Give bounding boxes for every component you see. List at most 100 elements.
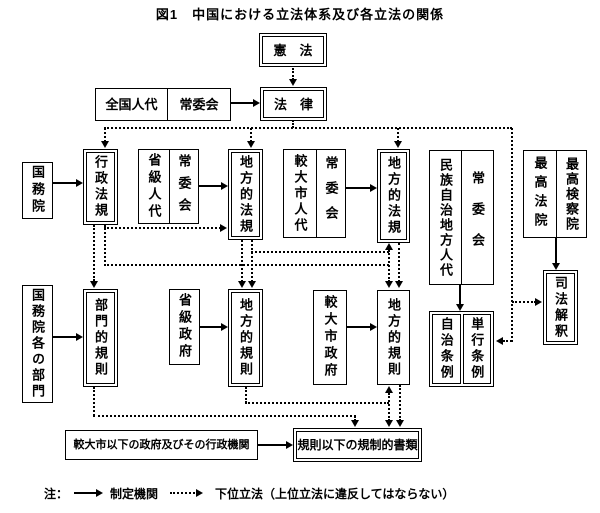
cell-separate-ordinances: 単行条例 — [462, 314, 491, 384]
box-sub-rule-documents: 規則以下の規制的書類 — [293, 428, 422, 462]
box-larger-city-government: 較大市政府 — [313, 290, 347, 385]
dotted-law-to-adminreg-head — [101, 141, 109, 148]
dotted-localrules2-to-subruledocs-line — [399, 385, 401, 421]
dotted-to-ordinances-line — [503, 340, 512, 342]
arrow-court-to-interpretation-line — [555, 238, 557, 264]
box-state-council: 国務院 — [22, 162, 53, 219]
dotted-to-interpretation-head — [535, 298, 542, 306]
arrow-court-to-interpretation-head — [552, 263, 560, 270]
box-constitution: 憲 法 — [259, 33, 327, 67]
legend-note-label: 注： — [44, 487, 69, 501]
dotted-localreg1-to-localrules1-line — [241, 240, 243, 282]
dotted-law-to-localreg1-head — [247, 141, 255, 148]
dotted-deptrules-to-subruledocs-head — [351, 420, 359, 427]
cell-larger-city-pc: 較大市人代 — [292, 153, 308, 234]
dotted-law-drop-line — [292, 120, 294, 128]
cell-ethnic-standing: 常委会 — [461, 151, 493, 284]
dotted-up-into-localreg2-head — [385, 243, 393, 250]
legend-solid-arrow-line — [74, 492, 98, 494]
box-provincial-pc-standing: 省級人代 常委会 — [138, 149, 199, 224]
dotted-adminreg-to-localreg1-line — [104, 227, 221, 229]
cell-supreme-court: 最高法院 — [532, 156, 548, 232]
arrow-statecouncil-to-adminreg-line — [53, 182, 77, 184]
legend-solid-arrow-head — [96, 489, 103, 497]
dotted-up-into-localrules2-head — [385, 386, 393, 393]
box-local-rules-province-inner: 地方的規則 — [231, 292, 260, 384]
dotted-law-bus-line — [104, 127, 512, 129]
box-local-rules-city: 地方的規則 — [377, 290, 410, 385]
arrow-provpc-to-localreg1-line — [199, 185, 222, 187]
cell-npc-standing: 常委会 — [166, 89, 230, 120]
box-supreme-court-procuratorate: 最高法院 最高検察院 — [523, 150, 587, 238]
dotted-law-to-localreg1-line — [250, 128, 252, 142]
arrow-provgov-to-localrules1-line — [200, 326, 222, 328]
dotted-down-into-localrules2-head — [385, 281, 393, 288]
box-local-rules-province: 地方的規則 — [228, 289, 263, 387]
arrow-citygov-to-localrules2-head — [370, 323, 377, 331]
dotted-law-to-adminreg-line — [104, 128, 106, 142]
box-admin-regulations: 行政法規 — [83, 149, 118, 225]
arrow-statecouncil-to-adminreg-head — [76, 179, 83, 187]
arrow-npc-to-law-line — [231, 102, 255, 104]
box-law: 法 律 — [260, 87, 327, 121]
cell-ethnic-pc: 民族自治地方人代 — [438, 157, 453, 278]
diagram-title: 図1 中国における立法体系及び各立法の関係 — [155, 7, 445, 22]
legend-dotted-arrow-line — [170, 492, 198, 494]
arrow-provgov-to-localrules1-head — [221, 323, 228, 331]
dotted-law-right-drop-line — [511, 128, 513, 342]
box-sub-rule-documents-inner: 規則以下の規制的書類 — [296, 431, 419, 459]
box-departmental-rules: 部門的規則 — [83, 289, 118, 387]
box-local-regulations-province: 地方的法規 — [228, 149, 263, 240]
box-local-regulations-province-inner: 地方的法規 — [231, 152, 260, 237]
dotted-localreg2-to-localrules2-line — [398, 243, 400, 282]
box-state-council-departments: 国務院各の部門 — [22, 285, 53, 403]
cell-larger-city-standing: 常委会 — [316, 150, 345, 237]
box-law-inner: 法 律 — [263, 90, 324, 118]
box-departmental-rules-inner: 部門的規則 — [86, 292, 115, 384]
dotted-localreg1-to-localreg2-line — [251, 251, 389, 253]
arrow-subcitygov-to-subruledocs-line — [258, 444, 286, 446]
cell-npc: 全国人代 — [105, 97, 158, 112]
box-admin-regulations-inner: 行政法規 — [86, 152, 115, 222]
cell-autonomous-ordinances: 自治条例 — [432, 314, 461, 384]
dotted-junction-localreg2-line — [388, 250, 390, 282]
dotted-localreg1-drop2-head — [248, 281, 256, 288]
box-judicial-interpretation: 司法解釈 — [543, 270, 578, 345]
dotted-localreg1-drop2-line — [251, 240, 253, 282]
dotted-to-interpretation-line — [512, 301, 536, 303]
dotted-localrules1-to-localrules2-line — [245, 402, 389, 404]
dotted-junction-localrules2-line — [388, 393, 390, 421]
arrow-departments-to-deptrules-line — [53, 336, 77, 338]
dotted-law-to-localreg2-line — [397, 128, 399, 142]
box-ethnic-autonomous-pc-standing: 民族自治地方人代 常委会 — [429, 150, 494, 285]
dotted-down-into-subruledocs-head2 — [396, 420, 404, 427]
box-judicial-interpretation-inner: 司法解釈 — [546, 273, 575, 342]
dotted-adminreg-to-deptrules-line — [93, 225, 95, 281]
dotted-adminreg-to-localreg1-head — [220, 224, 227, 232]
arrow-ethnicpc-to-ordinances-line — [459, 285, 461, 305]
dotted-deptrules-to-subruledocs-line — [93, 415, 356, 417]
dotted-constitution-to-law-line — [292, 68, 294, 80]
box-constitution-inner: 憲 法 — [262, 36, 324, 64]
box-local-regulations-city-inner: 地方的法規 — [380, 152, 407, 240]
legend-dotted-label: 下位立法（上位立法に違反してはならない） — [215, 487, 455, 501]
dotted-down-into-subruledocs-head1 — [385, 420, 393, 427]
arrow-departments-to-deptrules-head — [76, 333, 83, 341]
box-ordinances: 自治条例 単行条例 — [429, 311, 494, 387]
arrow-citypc-to-localreg2-line — [346, 187, 371, 189]
legend-dotted-arrow-head — [196, 489, 203, 497]
box-sub-city-governments: 較大市以下の政府及びその行政機関 — [65, 430, 258, 460]
dotted-deptrules-to-subruledocs-drop — [354, 416, 356, 421]
dotted-localreg2-to-localrules2-head — [395, 281, 403, 288]
cell-supreme-procuratorate: 最高検察院 — [556, 151, 586, 237]
legend-solid-label: 制定機関 — [110, 487, 159, 501]
dotted-adminreg-cross-line — [104, 264, 389, 266]
dotted-to-ordinances-head — [496, 337, 503, 345]
dotted-deptrules-drop-line — [93, 387, 95, 416]
arrow-ethnicpc-to-ordinances-head — [456, 304, 464, 311]
arrow-npc-to-law-head — [253, 99, 260, 107]
box-provincial-government: 省級政府 — [169, 289, 200, 365]
dotted-constitution-to-law-head — [289, 79, 297, 86]
box-larger-city-pc-standing: 較大市人代 常委会 — [283, 149, 346, 238]
